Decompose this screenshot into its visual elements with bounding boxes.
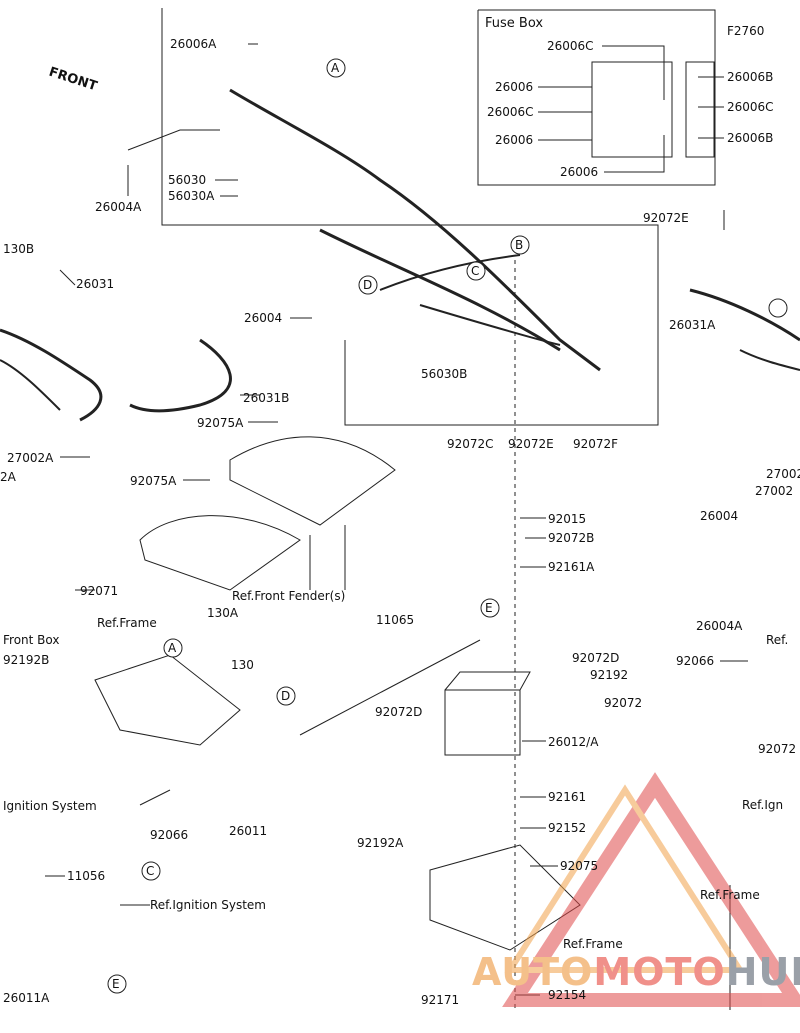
fuse-part-label: 26006C: [727, 100, 774, 114]
callout-letter: D: [281, 689, 291, 703]
part-label: 92066: [150, 828, 189, 842]
part-label: 92075A: [197, 416, 244, 430]
part-label: 92072E: [508, 437, 554, 451]
fuse-part-label: 26006: [560, 165, 599, 179]
figure-code: F2760: [727, 24, 765, 38]
part-label: 130A: [207, 606, 239, 620]
part-label: Ref.Frame: [700, 888, 760, 902]
part-label: 26031A: [669, 318, 716, 332]
part-label: Front Box: [3, 633, 60, 647]
part-label: 27002A: [7, 451, 54, 465]
part-label: 2A: [0, 470, 16, 484]
part-label: 92072E: [643, 211, 689, 225]
part-label: Ref.Frame: [563, 937, 623, 951]
part-label: 92075A: [130, 474, 177, 488]
watermark-text: AUTOMOTOHUB: [472, 950, 800, 994]
part-label: 26031: [76, 277, 115, 291]
fuse-box-frame: [477, 9, 716, 186]
part-label: 92072C: [447, 437, 494, 451]
fuse-part-label: 26006: [495, 80, 534, 94]
part-label: 26004A: [696, 619, 743, 633]
callout-letter: B: [515, 238, 524, 252]
part-label: 92066: [676, 654, 715, 668]
part-label: 27002: [766, 467, 800, 481]
part-label: 11056: [67, 869, 106, 883]
callout-letter: D: [363, 278, 373, 292]
watermark-part2: MOTO: [593, 950, 726, 994]
callout-letter: C: [146, 864, 155, 878]
part-label: 26031B: [243, 391, 290, 405]
callout-letter: A: [168, 641, 177, 655]
part-label: 92072: [604, 696, 643, 710]
part-label: Ref.Ignition System: [150, 898, 266, 912]
fuse-part-label: 26006B: [727, 70, 774, 84]
fuse-part-label: 26006C: [487, 105, 534, 119]
part-label: 92192A: [357, 836, 404, 850]
callout-letter: E: [112, 977, 120, 991]
battery-shape: [444, 689, 521, 756]
part-label: 92154: [548, 988, 587, 1002]
watermark-part3: HUB: [725, 950, 800, 994]
part-label: Ignition System: [3, 799, 97, 813]
part-label: 92192B: [3, 653, 50, 667]
harness-frame: [161, 8, 659, 426]
part-label: 27002: [755, 484, 794, 498]
callout-letter: C: [471, 264, 480, 278]
part-label: 26004: [700, 509, 739, 523]
part-label: 92161A: [548, 560, 595, 574]
part-label: 92072D: [375, 705, 423, 719]
part-label: 130B: [3, 242, 35, 256]
part-label: 92075: [560, 859, 599, 873]
part-label: 26004: [244, 311, 283, 325]
fuse-part-label: 26006B: [727, 131, 774, 145]
battery-tray-shape: [429, 844, 581, 951]
part-label: Ref.Frame: [97, 616, 157, 630]
part-label: Ref.: [766, 633, 789, 647]
part-label: 92072: [758, 742, 797, 756]
fuse-part-label: 26006: [495, 133, 534, 147]
part-label: 26004A: [95, 200, 142, 214]
part-label: 92192: [590, 668, 629, 682]
part-label: 92161: [548, 790, 587, 804]
callout-letter: E: [485, 601, 493, 615]
part-label: 26011: [229, 824, 268, 838]
part-label: Ref.Ign: [742, 798, 784, 812]
part-label: 26006A: [170, 37, 217, 51]
part-label: 11065: [376, 613, 415, 627]
part-label: 92071: [80, 584, 119, 598]
part-label: 56030: [168, 173, 207, 187]
part-label: 130: [231, 658, 254, 672]
watermark-part1: AUTO: [472, 950, 594, 994]
front-fender-shape: [229, 436, 396, 526]
fuse-box-title: Fuse Box: [485, 16, 544, 31]
part-label: 92015: [548, 512, 587, 526]
part-label: 26012/A: [548, 735, 599, 749]
part-label: 56030B: [421, 367, 468, 381]
part-label: 56030A: [168, 189, 215, 203]
part-label: 92072B: [548, 531, 595, 545]
watermark-logo: [502, 772, 800, 1007]
part-label: 26011A: [3, 991, 50, 1005]
main-harness: [229, 88, 601, 372]
part-label: 92152: [548, 821, 587, 835]
frame-bracket-shape: [94, 654, 241, 746]
part-label: 92171: [421, 993, 460, 1007]
part-label: Ref.Front Fender(s): [232, 589, 346, 603]
callout-letter: A: [331, 61, 340, 75]
part-label: 92072D: [572, 651, 620, 665]
part-label: 92072F: [573, 437, 619, 451]
fuse-part-label: 26006C: [547, 39, 594, 53]
